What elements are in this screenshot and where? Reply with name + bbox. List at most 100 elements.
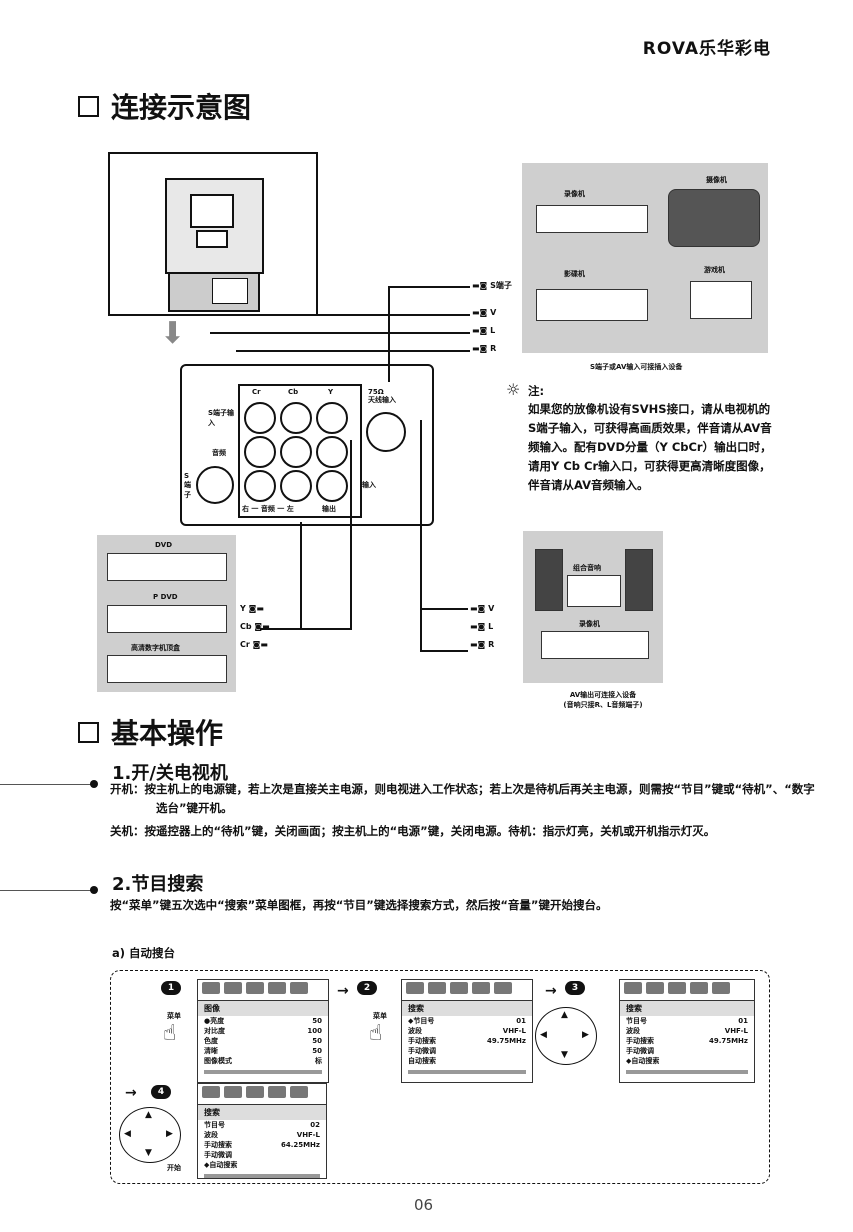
plug-v: ▬◙ V: [472, 308, 497, 317]
section-title-text: 基本操作: [111, 717, 224, 750]
section-title-basic: 基本操作: [78, 712, 223, 752]
arrow-right-icon: →: [125, 1085, 137, 1101]
dpad-icon: ▲ ▼ ◀ ▶: [535, 1007, 597, 1065]
s-video-jack: [196, 466, 234, 504]
menu-row: 图像模式标: [204, 1057, 322, 1065]
plug-cb: Cb ◙▬: [240, 622, 270, 631]
menu-row: 手动微调: [408, 1047, 436, 1055]
device-vcr-right-label: 录像机: [579, 620, 600, 628]
menu-row: ◆自动搜索: [204, 1161, 238, 1169]
menu-title: 搜索: [402, 1001, 532, 1016]
speaker-left: [535, 549, 563, 611]
jack-y: [316, 402, 348, 434]
step-number-2: 2: [357, 981, 377, 995]
plug-out-v: ▬◙ V: [470, 604, 495, 613]
subheading-search: 2.节目搜索: [112, 874, 204, 895]
output-devices-panel: 组合音响 录像机: [523, 531, 663, 683]
device-stereo-label: 组合音响: [573, 564, 601, 572]
device-camcorder-label: 摄像机: [706, 176, 727, 184]
pdvd-device: [107, 605, 227, 633]
power-off-text: 关机：按遥控器上的“待机”键，关闭画面；按主机上的“电源”键，关闭电源。待机：指…: [110, 824, 716, 838]
power-on-text: 开机：按主机上的电源键，若上次是直接关主电源，则电视进入工作状态；若上次是待机后…: [110, 782, 815, 815]
step-number-4: 4: [151, 1085, 171, 1099]
stereo-device: [567, 575, 621, 607]
menu-key-label: 菜单: [167, 1012, 181, 1020]
menu-row: 手动微调: [204, 1151, 232, 1159]
bullet-dot: [90, 780, 98, 788]
speaker-right: [625, 549, 653, 611]
search-text: 按“菜单”键五次选中“搜索”菜单图框，再按“节目”键选择搜索方式，然后按“音量”…: [110, 898, 608, 912]
vcr-device: [536, 205, 648, 233]
margin-rule: [0, 784, 92, 785]
antenna-jack: [366, 412, 406, 452]
plug-cr: Cr ◙▬: [240, 640, 268, 649]
checkbox-square-icon: [78, 721, 99, 743]
brand-logo: ROVA乐华彩电: [642, 39, 771, 59]
checkbox-square-icon: [78, 95, 99, 117]
subheading-power: 1.开/关电视机: [112, 763, 228, 784]
device-vcr-label: 录像机: [564, 190, 585, 198]
panel-label-y: Y: [328, 388, 334, 396]
arrow-right-icon: →: [545, 983, 557, 999]
panel-label-cr: Cr: [252, 388, 261, 396]
connection-panel: Cr Cb Y 75Ω 天线输入 S端子输入 音频 输入 S端子 右 一 音频 …: [180, 364, 434, 526]
game-console-device: [690, 281, 752, 319]
lightbulb-icon: ☼: [506, 380, 521, 399]
device-stb-label: 高清数字机顶盒: [131, 644, 180, 652]
section-title-text: 连接示意图: [111, 91, 252, 124]
panel-label-cb: Cb: [288, 388, 299, 396]
jack-out-v: [316, 470, 348, 502]
jack-cr: [244, 402, 276, 434]
down-arrow-icon: ⬇: [160, 316, 186, 351]
note-title: 注:: [528, 384, 545, 398]
side-s-label: S端子: [184, 472, 191, 499]
menu-title: 搜索: [620, 1001, 754, 1016]
output-devices-caption: AV输出可连接入设备 (音响只接R、L音频端子): [563, 691, 643, 709]
output-label: 输出: [322, 505, 336, 513]
menu-row: 自动搜索: [408, 1057, 436, 1065]
device-pdvd-label: P DVD: [153, 593, 178, 601]
device-game-label: 游戏机: [704, 266, 725, 274]
jack-audio-r: [244, 436, 276, 468]
menu-row: ◆自动搜索: [626, 1057, 660, 1065]
dpad-icon: ▲ ▼ ◀ ▶: [119, 1107, 181, 1163]
jack-out-r: [244, 470, 276, 502]
input-devices-caption: S端子或AV输入可接插入设备: [590, 363, 683, 371]
menu-title: 搜索: [198, 1105, 326, 1120]
jack-video: [316, 436, 348, 468]
arrow-right-icon: →: [337, 983, 349, 999]
stb-device: [107, 655, 227, 683]
device-dvd-label: 影碟机: [564, 270, 585, 278]
plug-s-terminal: ▬◙ S端子: [472, 281, 512, 290]
plug-out-r: ▬◙ R: [470, 640, 495, 649]
s-input-label: S端子输入: [208, 409, 235, 427]
jack-cb: [280, 402, 312, 434]
ypbpr-devices-panel: DVD P DVD 高清数字机顶盒: [97, 535, 236, 692]
plug-out-l: ▬◙ L: [470, 622, 494, 631]
plug-l: ▬◙ L: [472, 326, 496, 335]
audio-label: 音频: [212, 449, 226, 457]
panel-bottom-label: 右 一 音频 一 左: [242, 505, 294, 513]
jack-out-l: [280, 470, 312, 502]
hand-press-icon: ☝: [163, 1021, 177, 1046]
auto-search-label: a) 自动搜台: [112, 946, 176, 960]
menu-key-label: 菜单: [373, 1012, 387, 1020]
tv-back-illustration: [108, 152, 318, 316]
note-text: 如果您的放像机设有SVHS接口，请从电视机的S端子输入，可获得高画质效果，伴音请…: [528, 402, 772, 492]
step-number-1: 1: [161, 981, 181, 995]
